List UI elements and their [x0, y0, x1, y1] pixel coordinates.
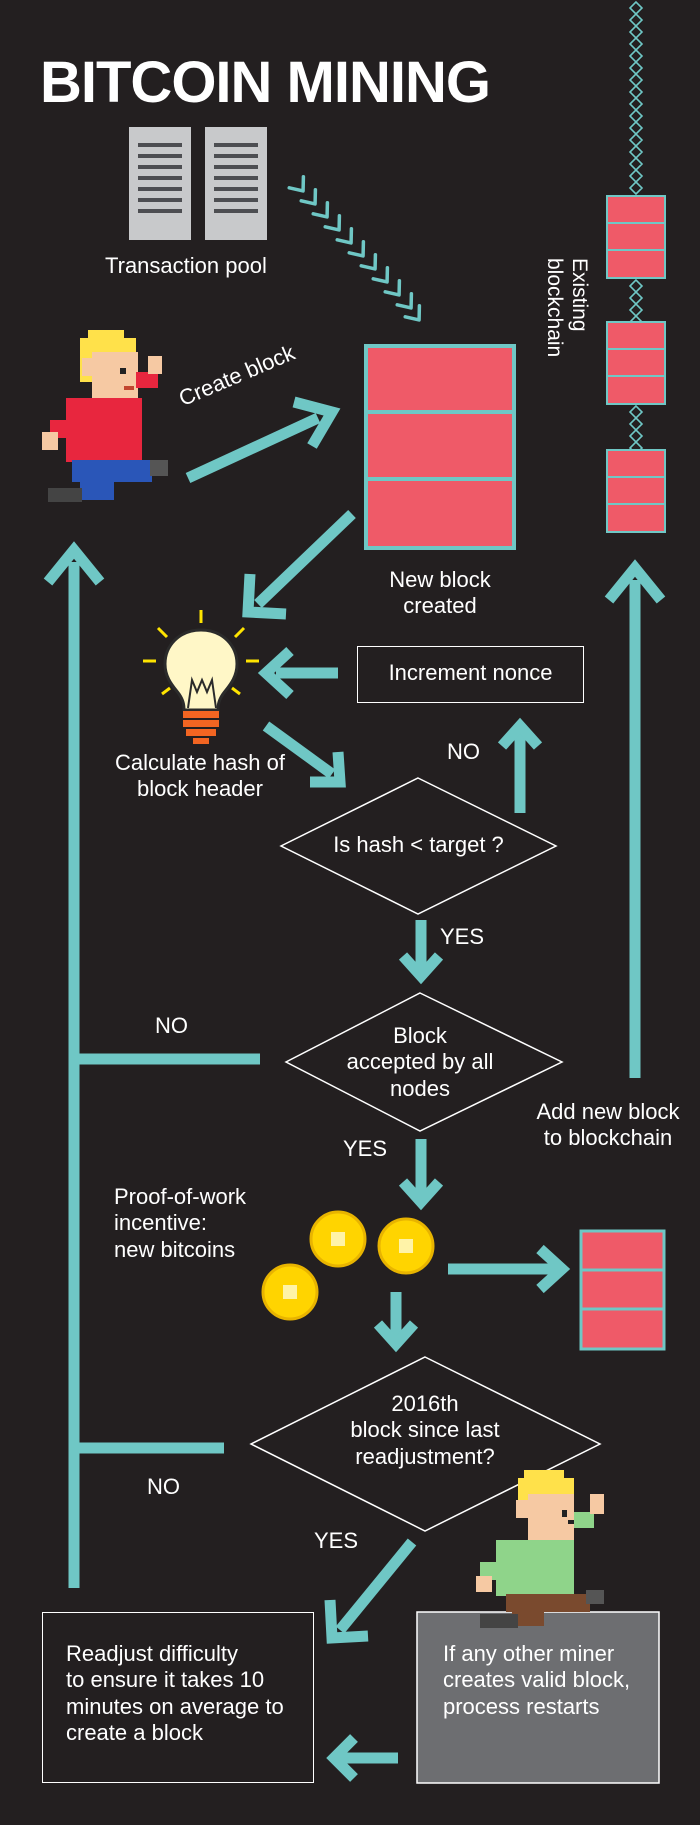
increment-nonce-label: Increment nonce	[388, 660, 553, 685]
coins-to-readjust-arrow	[373, 1292, 419, 1353]
restart-arrow	[326, 1734, 398, 1782]
readjust-difficulty-label: Readjust difficulty to ensure it takes 1…	[66, 1641, 284, 1746]
block-accepted-label: Block accepted by all nodes	[346, 1023, 494, 1101]
coins-to-block-arrow	[448, 1244, 571, 1294]
lightbulb-icon	[143, 610, 259, 744]
server-icon	[205, 127, 267, 240]
block-accepted-diamond	[284, 992, 564, 1132]
miner-icon	[476, 1470, 604, 1628]
new-block-created-label: New block created	[389, 567, 491, 619]
proof-of-work-label: Proof-of-work incentive: new bitcoins	[114, 1184, 247, 1262]
no-hash-label: NO	[447, 739, 480, 764]
calculate-hash-label: Calculate hash of block header	[115, 750, 285, 802]
bitcoin-coin-icon	[261, 1263, 319, 1321]
transaction-pool-label: Transaction pool	[105, 253, 267, 278]
new-block-to-bulb-arrow	[242, 510, 356, 620]
new-block	[364, 344, 516, 550]
hash-decision-diamond	[279, 777, 558, 915]
readjust-difficulty-box	[42, 1612, 314, 1783]
yes-accepted-label: YES	[343, 1136, 388, 1161]
other-miner-box	[416, 1611, 660, 1784]
readjustment-diamond	[249, 1356, 602, 1532]
bulb-to-decision-arrow	[262, 721, 346, 788]
bitcoin-coin-icon	[377, 1217, 435, 1275]
server-icon	[129, 127, 191, 240]
flow-arrows	[43, 396, 666, 1782]
page-title: BITCOIN MINING	[40, 50, 491, 115]
yes-readjust-arrow	[324, 1538, 417, 1644]
no-readjust-label: NO	[147, 1474, 180, 1499]
other-miner-label: If any other miner creates valid block, …	[443, 1641, 631, 1719]
return-loop-arrow	[43, 541, 260, 1588]
yes-down-arrow	[398, 920, 444, 985]
blockchain-block	[606, 449, 666, 533]
yes-readjust-label: YES	[314, 1528, 359, 1553]
yes-accepted-arrow	[398, 1139, 444, 1211]
miner-icon	[42, 330, 168, 502]
create-block-arrow	[185, 396, 341, 483]
existing-blockchain-label: Existing blockchain	[542, 258, 591, 358]
reward-block	[579, 1229, 666, 1351]
nonce-to-bulb-arrow	[257, 646, 338, 700]
readjust-question-label: 2016th block since last readjustment?	[350, 1391, 500, 1469]
blockchain-block	[606, 195, 666, 279]
no-up-arrow	[497, 717, 543, 813]
no-accepted-label: NO	[155, 1013, 188, 1038]
blockchain-block	[606, 321, 666, 405]
is-hash-target-label: Is hash < target ?	[333, 832, 504, 857]
add-new-block-label: Add new block to blockchain	[536, 1099, 680, 1151]
add-to-blockchain-arrow	[604, 559, 666, 1078]
bitcoin-coin-icon	[309, 1210, 367, 1268]
increment-nonce-box	[357, 646, 584, 703]
yes-hash-label: YES	[440, 924, 485, 949]
transaction-flow-icon	[287, 174, 428, 328]
chain-link-icon	[628, 0, 644, 456]
